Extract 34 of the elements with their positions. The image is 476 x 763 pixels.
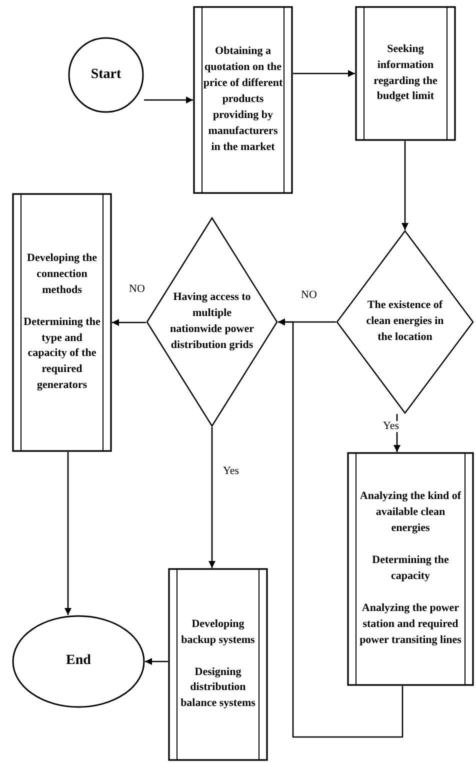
edge-label: Yes: [222, 466, 240, 477]
process-box: [12, 193, 112, 452]
node-text: Developing backup systems: [180, 616, 256, 648]
arrow: [144, 96, 193, 104]
node-text: Designing distribution balance systems: [180, 664, 256, 712]
node-text: Seeking information regarding the budget limit: [372, 42, 438, 104]
node-text: Obtaining a quotation on the price of different products providing by manufacturers in the market: [203, 44, 283, 155]
node-text: End: [66, 652, 91, 670]
node-text: The existence of clean energies in the location: [365, 298, 445, 345]
node-text: Start: [90, 66, 122, 84]
node-text: Determining the type and capacity of the required generators: [22, 314, 102, 394]
process-box: [168, 568, 268, 761]
node-text: Analyzing the kind of available clean energies: [358, 489, 462, 536]
decision-diamond: [336, 230, 474, 414]
arrow: [278, 318, 404, 738]
end-ellipse: [12, 615, 145, 708]
arrow: [64, 452, 72, 615]
arrow: [402, 141, 408, 230]
start-circle: [68, 37, 144, 113]
process-box: [193, 6, 293, 194]
arrow: [208, 427, 216, 568]
process-box: [355, 6, 456, 141]
edge-label: NO: [128, 284, 146, 295]
edge-label: NO: [300, 290, 318, 301]
decision-diamond: [146, 217, 278, 427]
node-text: Having access to multiple nationwide power distribution grids: [168, 290, 256, 353]
node-text: Analyzing the power station and required power transiting lines: [358, 600, 462, 648]
edge-label: Yes: [382, 421, 400, 432]
arrow: [293, 70, 355, 77]
node-text: Developing the connection methods: [26, 250, 98, 298]
node-text: Determining the capacity: [371, 553, 450, 584]
process-box: [347, 452, 474, 686]
arrow: [112, 319, 146, 326]
arrow: [145, 658, 168, 665]
